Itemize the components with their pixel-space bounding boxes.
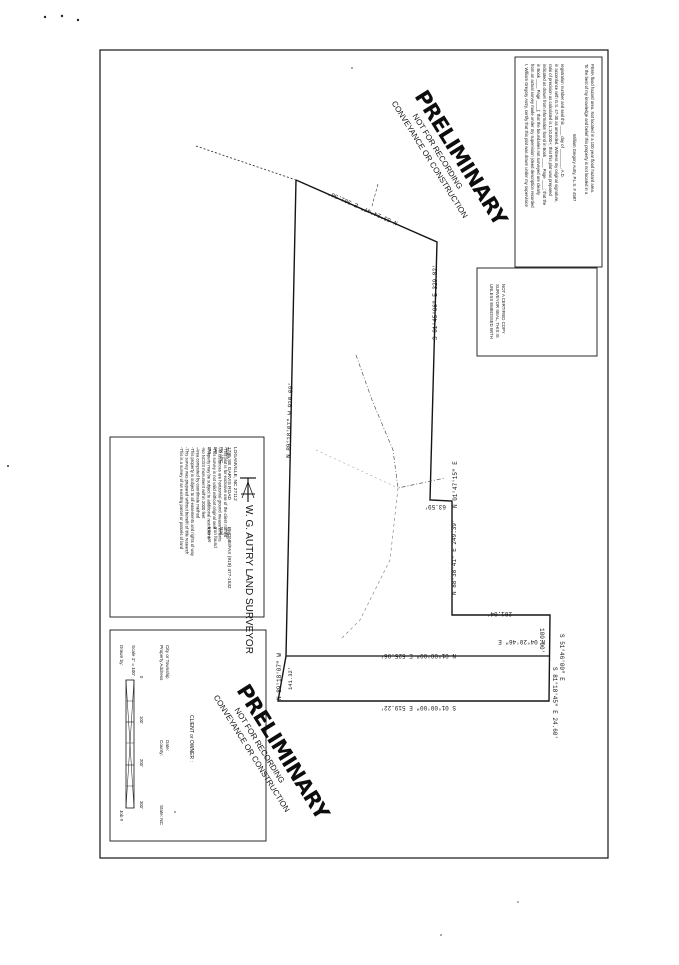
legend-ipf-value: Iron found [213,527,218,548]
surveyor-name: W. G. AUTRY LAND SURVEYOR [243,505,254,654]
scale-tick-labels: 0 100' 200' 300' [139,676,144,809]
utility-line [339,487,399,641]
address-line-2: LOGANVILLE, NC 27112 [232,447,238,501]
legend-ips-value: Iron set [207,527,212,543]
cert-line-6: in accordance with G.S. 47-30 as amended… [554,64,559,203]
job-number-label: Job # [119,810,124,822]
legend-ipf: IPF [213,447,218,454]
bearing-sw-dist: 141.32' [287,667,294,690]
surveyor-logo [240,477,256,502]
note-9: -This plat is for exclusive use of the c… [223,447,228,538]
bearing-east-upper: S 01°45'06" E 329.82' [432,264,439,340]
note-1: -This is a survey of an existing parcel … [179,447,184,550]
cert-line-10: FEMA flood hazard area. Not located in a… [590,64,595,193]
sheet-border [99,49,609,859]
note-2: -This survey was prepared without benefi… [185,447,190,555]
bearing-west-long: N 89°18'07" W 910.00' [285,382,295,458]
bearing-sw: N 89°18'07" W [276,653,283,700]
surveyor-address: 1795 SE GARVIS ROAD LOGANVILLE, NC 27112… [226,447,238,589]
legend-stake-value: Stake [225,527,230,539]
note-6: -Property may be subject to additional r… [207,447,212,539]
creek-centerline [355,354,446,489]
bearing-se-corner-2: S 81°18'45" E 24.60' [551,667,558,739]
field-address: Property Address [159,645,164,681]
field-date: Date: [165,740,170,751]
bearing-bottom-line: S 01°00'00" E 519.22' [380,704,456,711]
cert-line-1: I, William Gregory Autry, certify that t… [524,64,529,208]
certified-copy-text: UNLESS EMBOSSED WITH SURVEYOR SEAL, THIS… [489,284,506,339]
bearing-east-lower-dist: 100.00' [538,628,545,653]
field-state: State: NC [159,805,164,826]
certification-box [514,56,603,268]
bearing-north-line: N 63°24'47" E 301.50' [327,189,399,226]
legend-pk-value: Nail [219,527,224,535]
copy-line-3: NOT A CERTIFIED COPY [501,284,506,334]
field-county: County: [159,740,164,756]
cert-line-3: in Book ____ Page ____); that the bounda… [536,64,541,196]
scale-label: Scale 1" = 100' [131,645,136,676]
note-4: -Area computed by coordinate method [196,447,201,519]
bearing-east-mid: N 01°47'15" E [452,461,459,508]
copy-line-2: SURVEYOR SEAL, THIS IS [495,284,500,338]
cert-line-7: registration number and seal this ____ d… [560,64,565,178]
legend-pk: PK / PC [219,447,224,464]
interior-dashed-line [315,449,399,489]
scale-tick-300: 300' [139,801,144,809]
property-fields: Property Address City or Township County… [159,645,170,826]
note-3: -This property is subject to all easemen… [190,447,195,557]
scale-tick-200: 200' [139,759,144,767]
legend-ips: IPS [207,447,212,454]
copy-line-1: UNLESS EMBOSSED WITH [489,284,494,339]
cert-line-2: from an actual survey made under my supe… [530,64,535,208]
scale-bar [125,679,135,809]
north-tick-line [371,183,379,207]
title-block [109,436,265,618]
note-8: -All distances are horizontal ground mea… [218,447,223,542]
client-label: CLIENT or OWNER : [188,715,194,762]
bearing-east-lower: N 04°20'46" E [498,638,545,645]
bearing-jog: 63.59' [424,503,446,510]
symbol-legend: IPS IPF PK / PC Stake Iron set Iron foun… [207,447,230,548]
preliminary-stamp-top: PRELIMINARY NOT FOR RECORDING CONVEYANCE… [390,86,513,231]
bearing-se-corner: S 51°46'00" E [558,634,565,681]
certified-copy-box [476,267,598,357]
phone-line: PHONE/FAX (919) 477-1532 [226,527,232,589]
property-boundary [277,179,551,702]
note-5: -No NCGS monument within 2000 feet [201,447,206,519]
certification-text: I, William Gregory Autry, certify that t… [524,64,595,208]
drawn-by-label: Drawn by: [119,645,124,666]
note-7: -This survey is not valid without origin… [212,447,217,529]
field-township: City or Township [165,645,170,679]
cert-line-5: ratio of precision as calculated is 1:10… [548,64,553,197]
road-extension-line [195,145,297,181]
cert-line-9: To the best of my knowledge and belief t… [584,64,589,195]
scan-specks [7,14,519,936]
survey-notes: -This is a survey of an existing parcel … [179,447,228,557]
scale-tick-0: 0 [139,676,144,679]
bearing-inner-line: N 01°00'00" E 525.06' [380,652,456,659]
legend-stake: Stake [225,447,230,459]
bearing-south-upper: 201.04' [487,610,512,617]
preliminary-stamp-bottom: PRELIMINARY NOT FOR RECORDING CONVEYANCE… [212,680,335,825]
cert-line-4: indicated as drawn from information foun… [542,64,547,206]
address-line-1: 1795 SE GARVIS ROAD [226,447,232,501]
scale-tick-100: 100' [139,716,144,724]
cert-signature-line: William Gregory Autry, P.L.S. # 4587 [572,134,577,202]
bearing-diag-mid: N 88°38'41" E 249.39' [451,519,458,595]
client-info-box [109,629,267,842]
